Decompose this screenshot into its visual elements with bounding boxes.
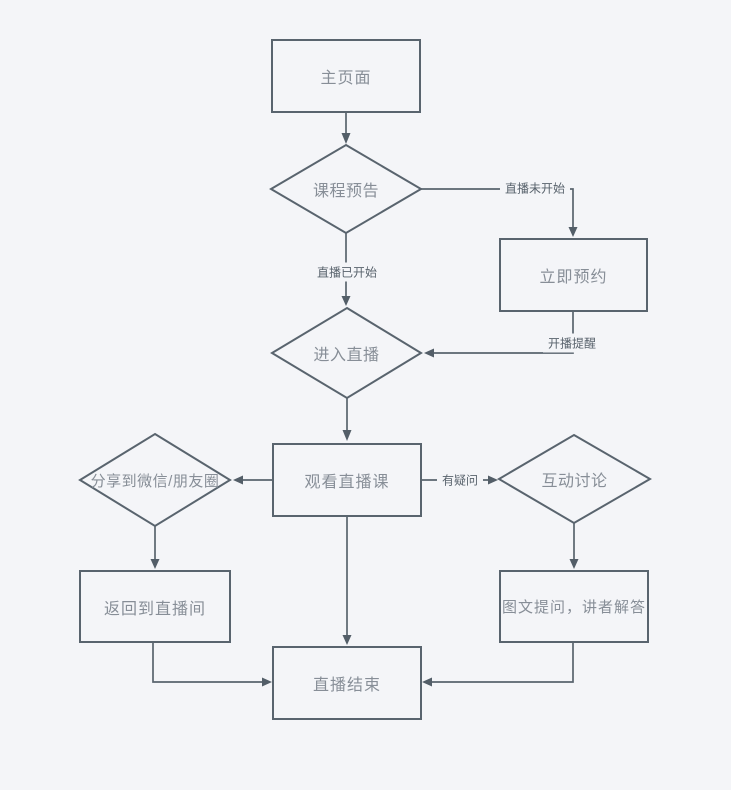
arrowhead-right-liveend [262,677,272,687]
edge-booknow-to-enterlive [434,312,574,354]
arrowhead-left-enterlive [424,348,434,358]
edge-label-live-not-started: 直播未开始 [499,178,571,198]
arrowhead-left-liveend [422,677,432,687]
edge-coursepreview-to-booknow [421,188,574,228]
node-live-end-label: 直播结束 [312,677,381,694]
node-main-page-label: 主页面 [320,70,372,87]
node-live-end[interactable]: 直播结束 [272,646,422,720]
node-watch-live-class[interactable]: 观看直播课 [272,443,422,517]
node-watch-live-class-label: 观看直播课 [304,474,390,491]
node-book-now-label: 立即预约 [539,269,608,286]
arrowhead-right-discussion [488,475,498,485]
edge-label-has-question: 有疑问 [436,470,484,490]
node-share-to-wechat-diamond[interactable] [78,432,232,528]
node-return-to-live-room-label: 返回到直播间 [103,600,206,618]
edge-label-broadcast-reminder: 开播提醒 [542,333,602,353]
node-enter-live-diamond[interactable] [270,306,423,400]
arrowhead-left-share [233,475,243,485]
arrowhead-down-liveend [342,635,352,645]
arrowhead-down-watchlive [342,430,352,441]
arrowhead-down-qa [569,559,579,569]
node-interactive-discussion-diamond[interactable] [497,433,652,525]
edge-label-live-started: 直播已开始 [311,262,383,282]
node-book-now[interactable]: 立即预约 [499,238,648,312]
edge-qa-to-liveend [432,643,574,683]
node-course-preview-diamond[interactable] [269,143,423,235]
node-main-page[interactable]: 主页面 [271,39,421,113]
arrowhead-down-enterlive [341,296,351,306]
arrowhead-down-coursepreview [341,133,351,144]
node-return-to-live-room[interactable]: 返回到直播间 [79,570,231,643]
node-qa-speaker-answer-label: 图文提问，讲者解答 [501,599,646,616]
node-qa-speaker-answer[interactable]: 图文提问，讲者解答 [499,570,649,643]
arrowhead-down-returnroom [150,559,160,569]
edge-returnroom-to-liveend [152,643,262,683]
arrowhead-down-booknow [568,227,578,237]
